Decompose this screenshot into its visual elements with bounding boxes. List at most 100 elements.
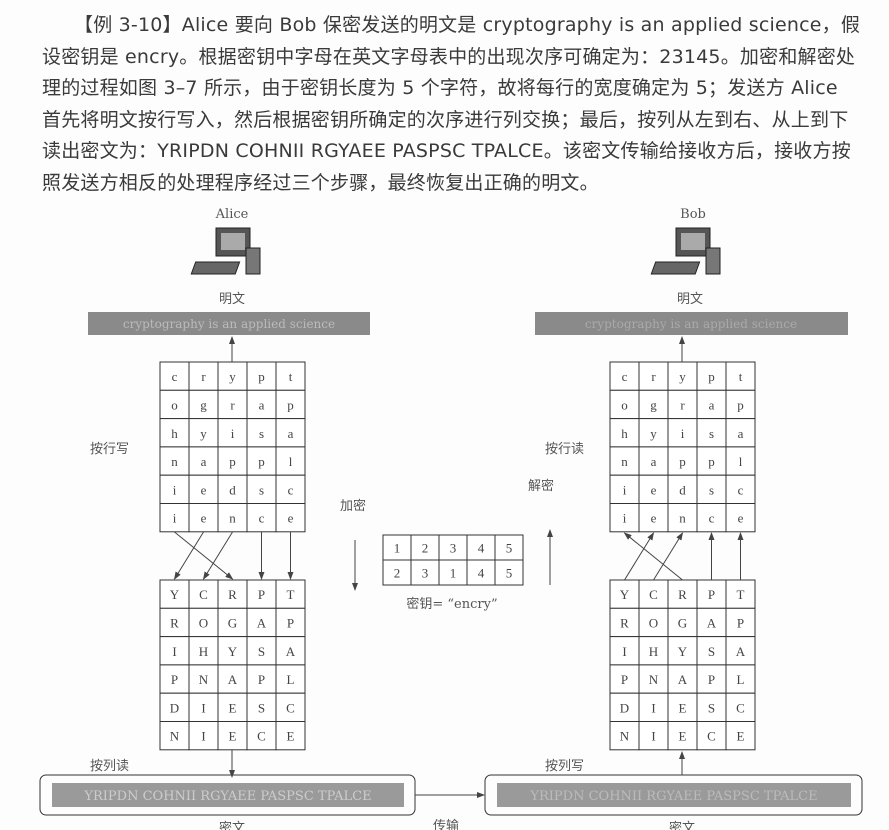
plain-grid-left-cell-text: p — [287, 397, 294, 412]
plain-grid-right-cell-text: y — [679, 369, 686, 384]
transmit-label: 传输 — [433, 818, 459, 830]
plain-grid-left-cell — [188, 503, 219, 533]
plain-grid-right-cell-text: a — [709, 397, 715, 412]
plain-grid-right-cell-text: r — [680, 397, 685, 412]
plain-grid-right-cell-text: r — [651, 369, 656, 384]
cipher-grid-right-cell-text: T — [737, 587, 745, 602]
cipher-grid-right-cell — [667, 721, 698, 751]
plain-grid-left-cell-text: h — [171, 426, 178, 441]
cipher-grid-left-cell-text: P — [171, 672, 178, 687]
plain-grid-left-cell — [217, 446, 248, 476]
cipher-grid-right-cell — [638, 721, 669, 751]
plain-grid-right-cell — [609, 474, 640, 505]
plaintext-bar-right — [535, 312, 848, 335]
plain-grid-right-cell-text: a — [651, 454, 657, 469]
encrypt-column-arrow — [174, 531, 234, 580]
plain-grid-left-cell-text: r — [230, 397, 235, 412]
bob-label: Bob — [680, 207, 706, 222]
cipher-grid-left-cell-text: E — [287, 729, 295, 744]
cipher-grid-left-cell — [275, 721, 306, 751]
plain-grid-right-cell — [667, 418, 698, 448]
cipher-grid-left-cell-text: O — [199, 615, 208, 630]
cipher-grid-left-cell-text: H — [199, 644, 208, 659]
cipher-grid-right-cell-text: P — [621, 672, 628, 687]
plain-grid-left-cell — [188, 361, 219, 391]
cipher-grid-left-cell — [217, 664, 248, 694]
plain-grid-right-cell-text: d — [679, 482, 686, 497]
cipher-grid-left-cell-text: Y — [228, 644, 238, 659]
plain-grid-left-cell-text: y — [229, 369, 236, 384]
cipher-grid-left-cell-text: I — [201, 700, 205, 715]
plain-grid-right-cell — [725, 418, 756, 448]
decrypt-label: 解密 — [528, 478, 554, 494]
cipher-grid-right-cell-text: Y — [620, 587, 630, 602]
plain-grid-right-cell-text: c — [709, 511, 715, 526]
plain-grid-left-cell-text: a — [288, 426, 294, 441]
plain-grid-right-cell — [725, 474, 756, 505]
cipher-grid-right-cell-text: I — [651, 729, 655, 744]
cipher-grid-left-cell-text: A — [228, 672, 238, 687]
plain-grid-left-cell-text: p — [229, 454, 236, 469]
plain-grid-right-cell-text: t — [739, 369, 743, 384]
plain-grid-right-cell-text: n — [679, 511, 686, 526]
cipher-grid-left-cell — [246, 721, 277, 751]
cipher-grid-right-cell-text: D — [620, 700, 629, 715]
cipher-grid-left-cell-text: E — [229, 729, 237, 744]
cipher-grid-right-cell-text: H — [649, 644, 658, 659]
cipher-grid-left-cell — [188, 721, 219, 751]
decrypt-column-arrow — [623, 532, 683, 581]
plain-grid-right-cell — [609, 418, 640, 448]
plain-grid-left-cell-text: i — [173, 482, 177, 497]
cipher-grid-right-cell-text: O — [649, 615, 658, 630]
ciphertext-label-right: 密文 — [669, 820, 695, 830]
cipher-grid-left-cell — [159, 692, 190, 723]
cipher-grid-left-cell — [217, 636, 248, 666]
cipher-grid-left-cell-text: E — [229, 700, 237, 715]
key-table-cell-text: 2 — [422, 541, 429, 556]
cipher-grid-right-cell — [696, 664, 727, 694]
plaintext-text-left: cryptography is an applied science — [123, 317, 335, 331]
plain-grid-left-cell-text: d — [229, 482, 236, 497]
plain-grid-right-cell-text: l — [739, 454, 743, 469]
plaintext-label-left: 明文 — [219, 292, 245, 307]
cipher-grid-right-cell-text: N — [649, 672, 659, 687]
decrypt-column-arrow — [653, 532, 684, 581]
cipher-grid-right-cell-text: I — [651, 700, 655, 715]
cipher-grid-left-cell-text: C — [257, 729, 266, 744]
plain-grid-left-cell — [275, 446, 306, 476]
plain-grid-left-cell-text: p — [258, 369, 265, 384]
key-table-cell — [494, 559, 524, 586]
encrypt-column-arrow — [202, 531, 233, 580]
plain-grid-right-cell-text: i — [623, 511, 627, 526]
plain-grid-right-cell-text: a — [738, 426, 744, 441]
cipher-grid-right-cell-text: S — [708, 644, 715, 659]
plain-grid-left-cell — [217, 361, 248, 391]
cipher-grid-right-cell-text: R — [678, 587, 687, 602]
ciphertext-box-right — [484, 774, 863, 816]
plain-grid-left-cell — [246, 446, 277, 476]
plain-grid-right-cell-text: o — [621, 397, 628, 412]
plain-grid-right-cell-text: p — [737, 397, 744, 412]
key-table-cell-text: 4 — [478, 541, 485, 556]
plain-grid-left-cell — [159, 503, 190, 533]
cipher-grid-left-cell-text: I — [201, 729, 205, 744]
cipher-grid-left-cell — [188, 579, 219, 609]
alice-computer-icon — [190, 227, 261, 275]
plain-grid-left-cell-text: n — [229, 511, 236, 526]
key-table-cell — [410, 534, 440, 561]
plain-grid-right-cell — [638, 446, 669, 476]
cipher-grid-right-cell-text: N — [620, 729, 630, 744]
cipher-grid-right-cell — [667, 664, 698, 694]
cipher-grid-left-cell-text: T — [287, 587, 295, 602]
plaintext-bar-left — [88, 312, 370, 335]
cipher-grid-right-cell — [638, 636, 669, 666]
cipher-grid-right-cell-text: C — [649, 587, 658, 602]
plain-grid-right-cell — [609, 503, 640, 533]
plain-grid-left-cell — [159, 446, 190, 476]
cipher-grid-right-cell-text: P — [708, 587, 715, 602]
plain-grid-right-cell — [725, 446, 756, 476]
ciphertext-label-left: 密文 — [219, 820, 245, 830]
cipher-grid-right-cell-text: I — [622, 644, 626, 659]
cipher-grid-right-cell-text: E — [679, 700, 687, 715]
